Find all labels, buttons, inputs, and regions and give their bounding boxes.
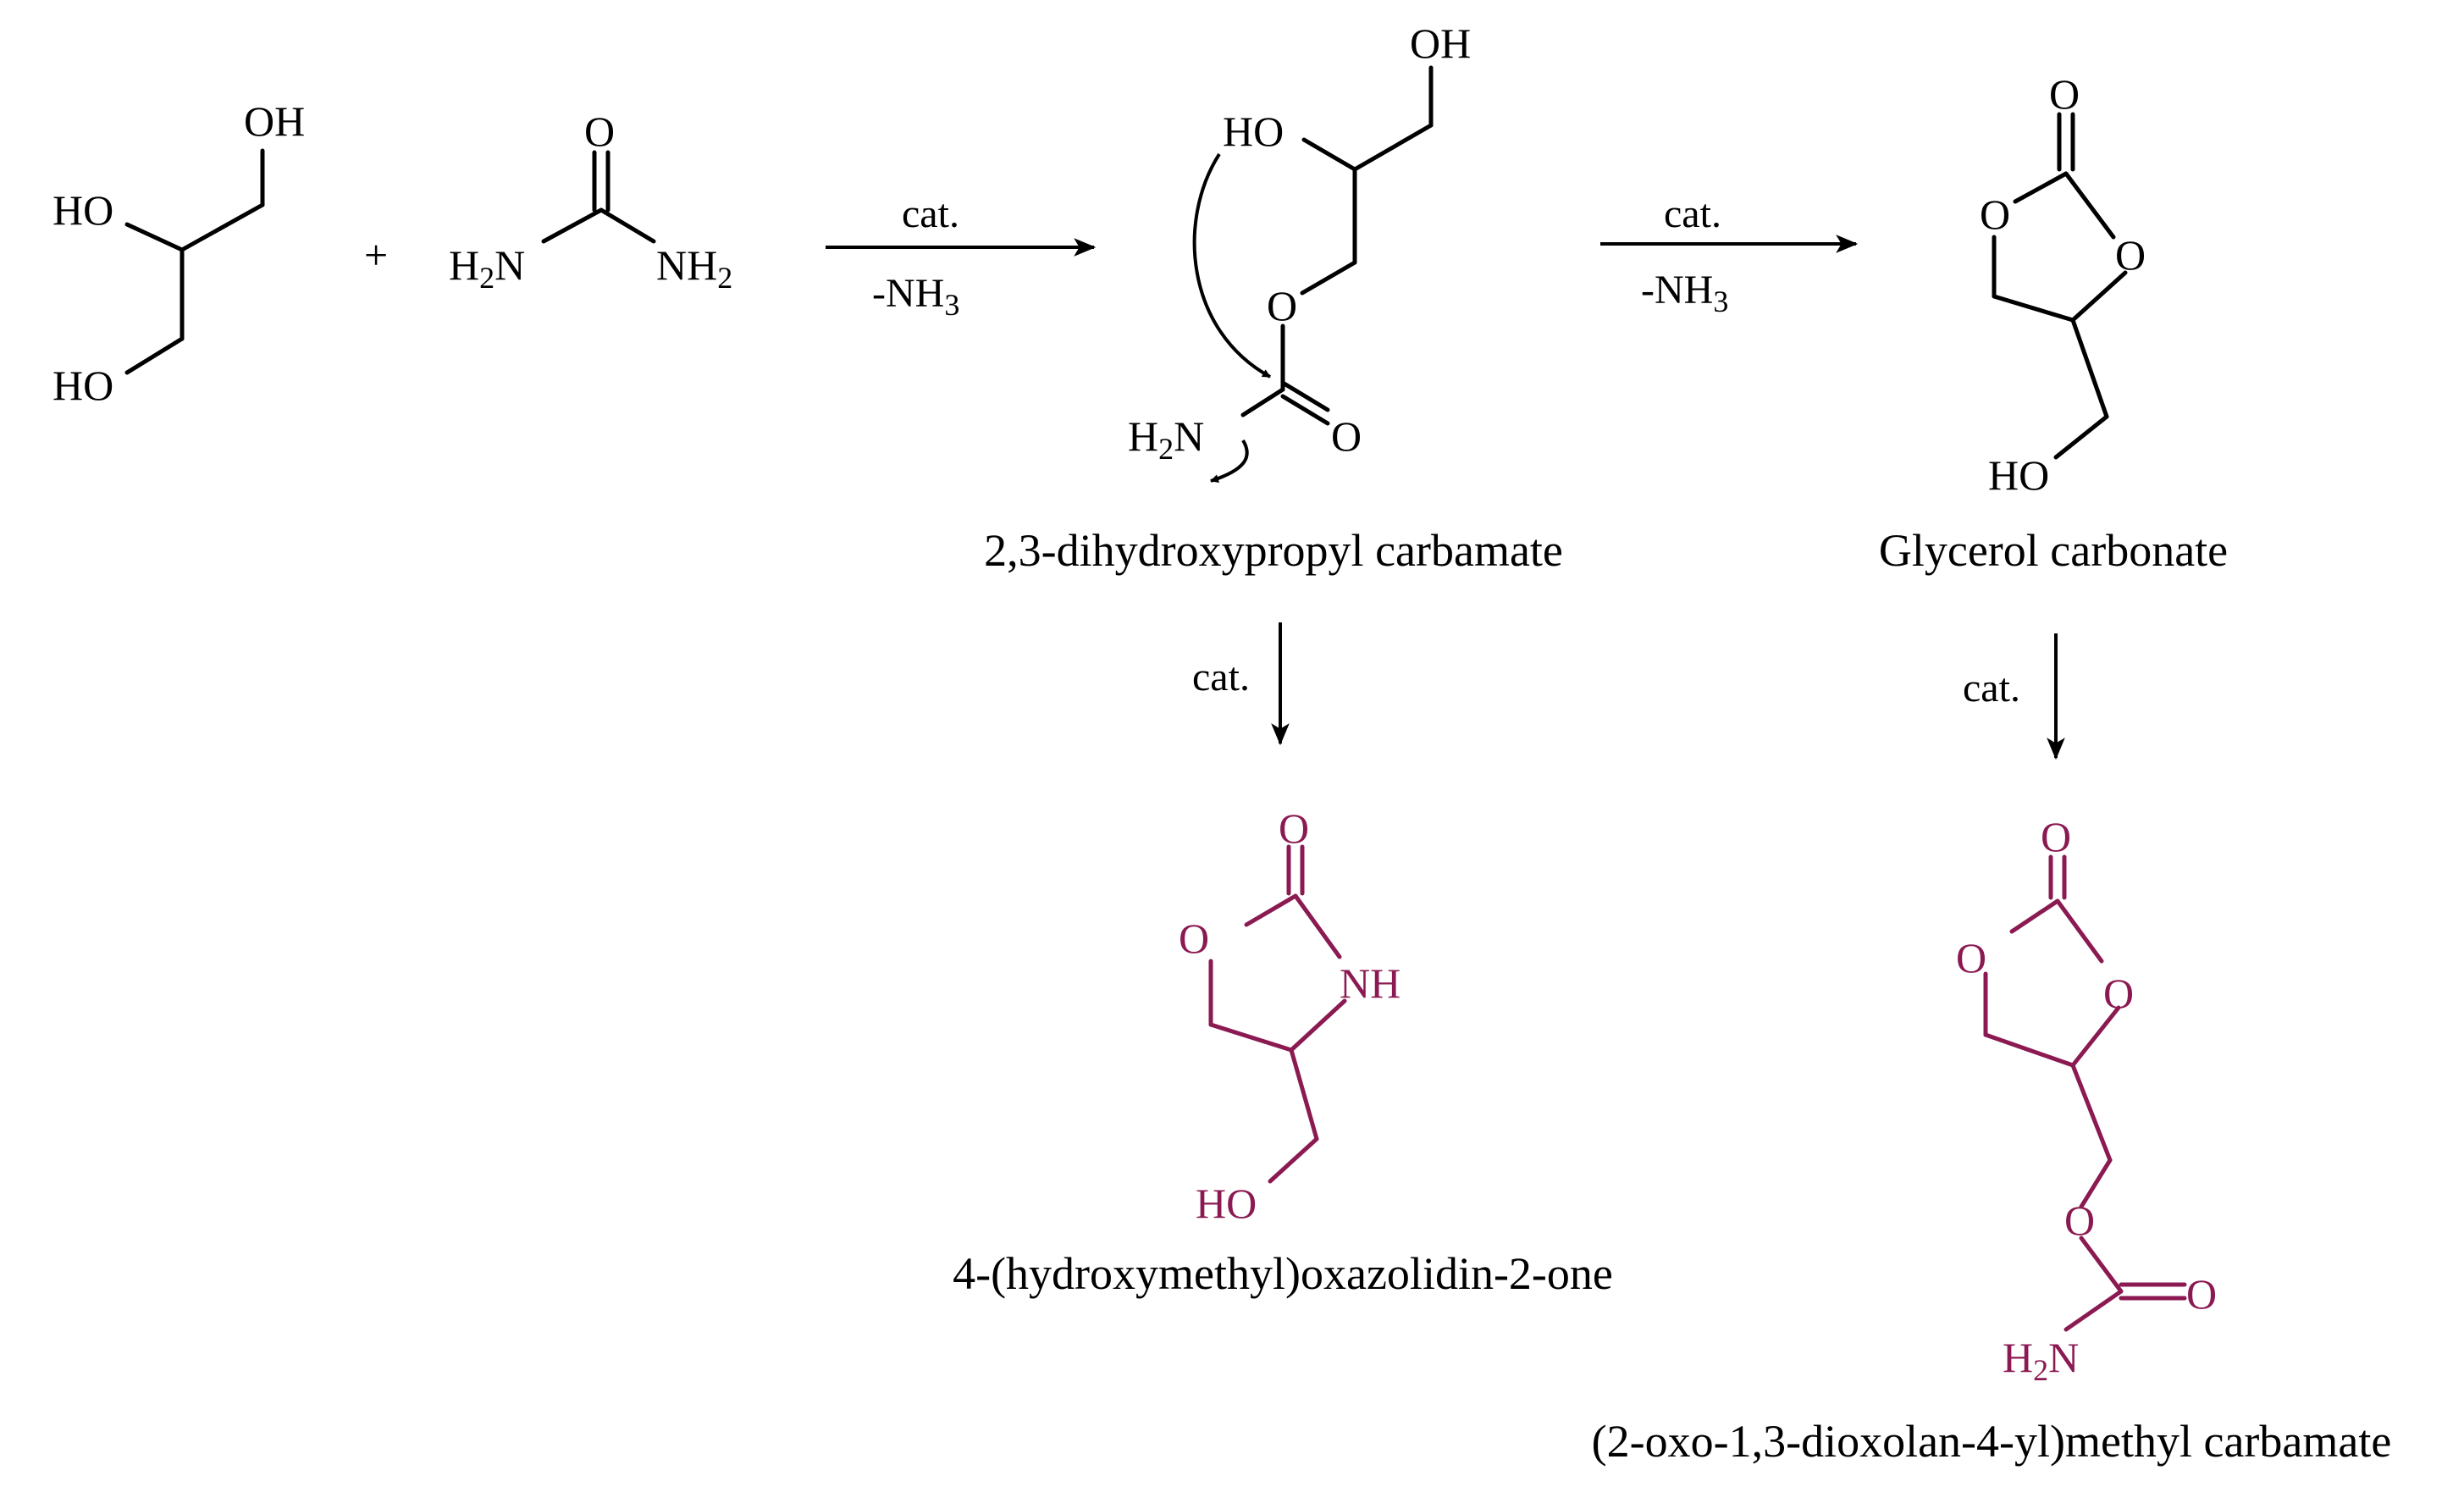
carbamate-molecule: [1240, 65, 1434, 426]
glycerol-carbonate-name: Glycerol carbonate: [1879, 525, 2228, 576]
glycerol-ho-middle: HO: [52, 186, 113, 234]
urea-oxygen: O: [584, 108, 615, 155]
arrow-2-byproduct: -NH3: [1641, 268, 1728, 318]
arrow-3-catalyst: cat.: [1192, 655, 1250, 699]
urea-molecule: [541, 150, 656, 244]
ox-ring-oxygen: O: [1179, 915, 1209, 962]
arrow-1-byproduct: -NH3: [872, 271, 959, 322]
carbamate-name: 2,3-dihydroxypropyl carbamate: [984, 525, 1563, 576]
urea-h2n: H2N: [449, 241, 525, 295]
dioxolanyl-carbamate-name: (2-oxo-1,3-dioxolan-4-yl)methyl carbamat…: [1592, 1416, 2392, 1467]
oxazolidinone-name: 4-(hydroxymethyl)oxazolidin-2-one: [953, 1248, 1613, 1299]
dc-h2n: H2N: [2003, 1334, 2079, 1387]
ox-ho: HO: [1196, 1180, 1257, 1227]
carbamate-ho: HO: [1223, 108, 1284, 155]
dioxolanyl-carbamate-molecule: [1983, 854, 2187, 1332]
gc-ring-oxygen-right: O: [2115, 231, 2146, 279]
dc-carbonyl-oxygen-2: O: [2186, 1270, 2217, 1318]
carbamate-oh-top: OH: [1410, 19, 1471, 67]
curved-arrow-attack: [1192, 152, 1271, 379]
glycerol-molecule: [124, 148, 265, 375]
arrow-1-catalyst: cat.: [902, 191, 959, 236]
curved-arrow-leaving: [1210, 439, 1249, 483]
dc-ester-oxygen: O: [2064, 1197, 2095, 1244]
plus-sign: +: [364, 231, 388, 279]
dc-ring-oxygen-right: O: [2103, 970, 2134, 1017]
glycerol-ho-bottom: HO: [52, 362, 113, 409]
glycerol-oh-top: OH: [244, 97, 305, 145]
ox-ring-nh: NH: [1340, 959, 1401, 1007]
oxazolidinone-molecule: [1208, 844, 1347, 1184]
arrow-2-catalyst: cat.: [1664, 191, 1721, 236]
dc-ring-oxygen-left: O: [1956, 934, 1986, 981]
gc-ring-oxygen-left: O: [1980, 191, 2010, 238]
arrow-4-catalyst: cat.: [1963, 666, 2020, 710]
dc-carbonyl-oxygen: O: [2041, 813, 2071, 860]
glycerol-carbonate-molecule: [1992, 112, 2128, 460]
urea-nh2: NH2: [656, 241, 732, 295]
carbamate-ester-oxygen: O: [1267, 282, 1297, 329]
carbamate-h2n: H2N: [1128, 412, 1204, 466]
carbamate-carbonyl-oxygen: O: [1331, 412, 1362, 460]
ox-carbonyl-oxygen: O: [1279, 804, 1309, 852]
gc-ho: HO: [1988, 451, 2049, 499]
gc-carbonyl-oxygen: O: [2049, 70, 2080, 118]
